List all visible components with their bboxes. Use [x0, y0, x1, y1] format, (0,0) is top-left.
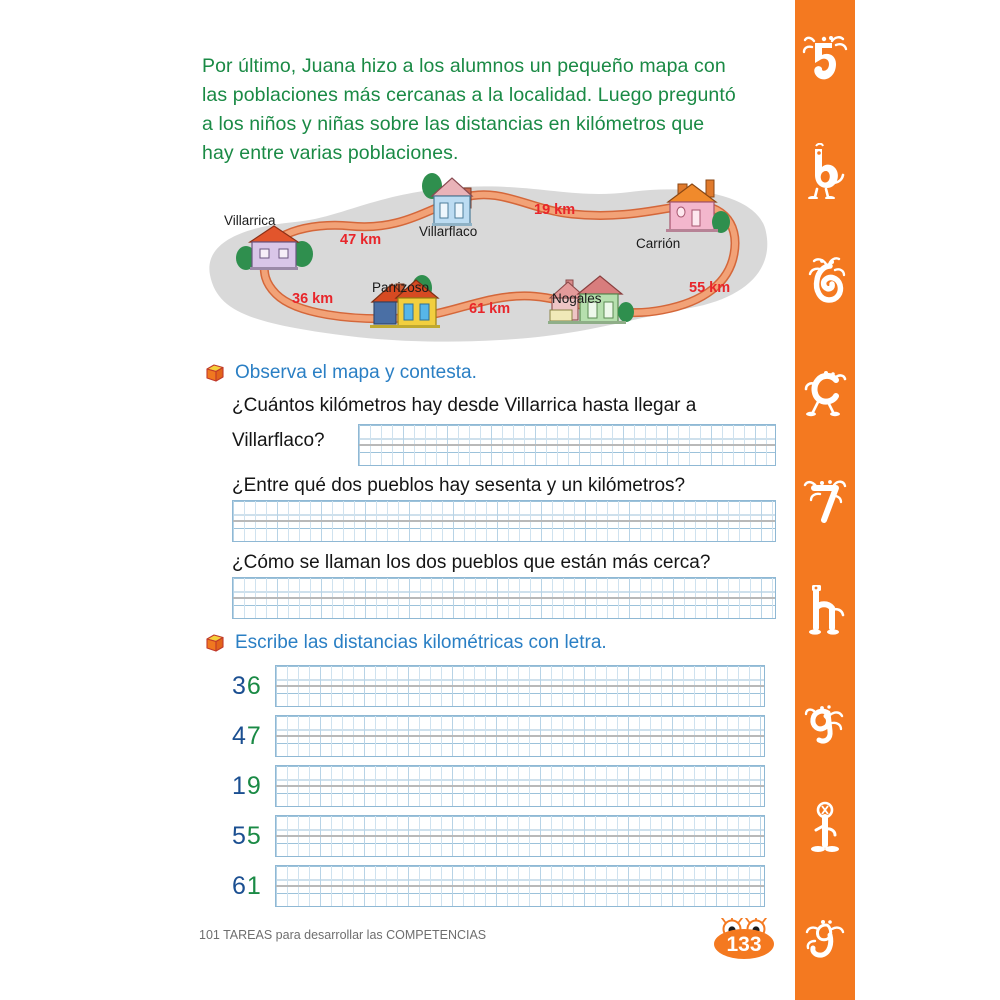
exercise-2-heading: Escribe las distancias kilométricas con …	[204, 632, 607, 654]
house-parrizoso	[370, 275, 440, 328]
house-villarrica	[236, 225, 313, 270]
creature-b-icon	[802, 142, 848, 199]
map-label-carrion: Carrión	[636, 236, 681, 251]
distance-number-19: 19	[232, 772, 262, 801]
footer-series-title: 101 TAREAS para desarrollar las COMPETEN…	[199, 928, 487, 942]
map-graphic	[209, 173, 768, 342]
intro-line-4: hay entre varias poblaciones.	[202, 142, 459, 164]
creature-c-icon	[802, 362, 848, 418]
towns-map: Villarrica Villarflaco Carrión Parrizoso…	[200, 170, 780, 360]
map-distance-47: 47 km	[340, 232, 382, 248]
answer-grid-row-55[interactable]	[275, 815, 765, 857]
intro-line-3: a los niños y niñas sobre las distancias…	[202, 113, 705, 135]
creature-g-icon	[802, 691, 848, 747]
map-label-nogales: Nogales	[552, 291, 602, 306]
answer-grid-row-19[interactable]	[275, 765, 765, 807]
creature-six-icon	[802, 252, 848, 308]
exercise-1-heading: Observa el mapa y contesta.	[204, 362, 477, 384]
tens-digit: 5	[232, 822, 247, 850]
question-1-line-1: ¿Cuántos kilómetros hay desde Villarrica…	[232, 395, 697, 416]
answer-grid-row-47[interactable]	[275, 715, 765, 757]
tens-digit: 4	[232, 722, 247, 750]
orange-cube-icon	[204, 632, 226, 654]
answer-grid-row-61[interactable]	[275, 865, 765, 907]
answer-grid-question-2[interactable]	[232, 500, 776, 542]
map-label-villarflaco: Villarflaco	[419, 224, 478, 239]
map-distance-36: 36 km	[292, 291, 334, 307]
decorative-sidebar	[795, 0, 855, 1000]
answer-grid-row-36[interactable]	[275, 665, 765, 707]
answer-grid-question-3[interactable]	[232, 577, 776, 619]
house-carrion	[666, 179, 730, 233]
question-3-line-1: ¿Cómo se llaman los dos pueblos que está…	[232, 552, 711, 573]
tens-digit: 6	[232, 872, 247, 900]
units-digit: 5	[246, 822, 262, 850]
intro-line-2: las poblaciones más cercanas a la locali…	[202, 84, 736, 106]
question-1-line-2: Villarflaco?	[232, 430, 325, 451]
map-label-villarrica: Villarrica	[224, 213, 276, 228]
intro-paragraph: Por último, Juana hizo a los alumnos un …	[202, 52, 768, 168]
tens-digit: 3	[232, 672, 247, 700]
tens-digit: 1	[232, 772, 247, 800]
intro-line-1: Por último, Juana hizo a los alumnos un …	[202, 55, 726, 77]
exercise-1-label: Observa el mapa y contesta.	[235, 362, 477, 383]
map-distance-61: 61 km	[469, 301, 511, 317]
creature-one-icon	[802, 801, 848, 857]
map-distance-19: 19 km	[534, 202, 576, 218]
house-villarflaco	[422, 173, 474, 226]
page-number-badge: 133	[707, 918, 781, 964]
page-number-text: 133	[726, 933, 761, 956]
units-digit: 1	[246, 872, 262, 900]
creature-seven-icon	[802, 472, 848, 528]
units-digit: 6	[246, 672, 262, 700]
distance-number-55: 55	[232, 822, 262, 851]
map-distance-55: 55 km	[689, 280, 731, 296]
exercise-2-label: Escribe las distancias kilométricas con …	[235, 632, 607, 653]
creature-five-icon	[802, 33, 848, 89]
house-nogales	[548, 275, 634, 324]
answer-grid-question-1[interactable]	[358, 424, 776, 466]
units-digit: 9	[246, 772, 262, 800]
creature-nine-icon	[802, 911, 848, 967]
distance-number-36: 36	[232, 672, 262, 701]
question-2-line-1: ¿Entre qué dos pueblos hay sesenta y un …	[232, 475, 686, 496]
distance-number-47: 47	[232, 722, 262, 751]
map-label-parrizoso: Parrizoso	[372, 280, 430, 295]
units-digit: 7	[246, 722, 262, 750]
creature-h-icon	[802, 582, 848, 638]
orange-cube-icon	[204, 362, 226, 384]
distance-number-61: 61	[232, 872, 262, 901]
